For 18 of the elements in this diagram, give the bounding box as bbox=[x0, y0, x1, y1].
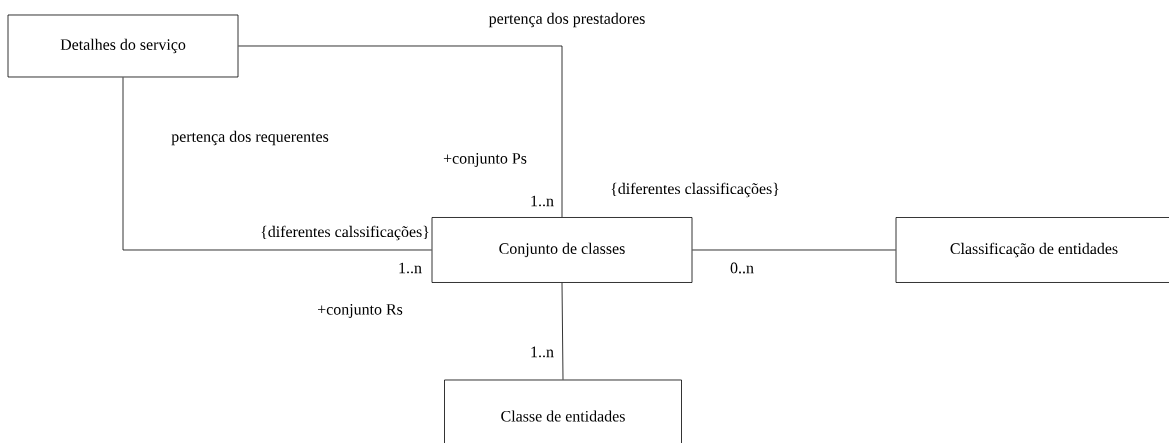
association-line bbox=[561, 282, 564, 380]
class-box: Detalhes do serviço bbox=[7, 14, 239, 78]
class-box: Classificação de entidades bbox=[895, 217, 1169, 283]
role-label: +conjunto Rs bbox=[318, 304, 403, 318]
constraint-label: {diferentes calssificações} bbox=[261, 225, 429, 241]
multiplicity-label: 1..n bbox=[531, 195, 554, 207]
constraint-label: {diferentes classificações} bbox=[611, 182, 779, 198]
edge-label: pertença dos prestadores bbox=[487, 11, 647, 29]
multiplicity-role-label: +conjunto Ps bbox=[443, 153, 527, 167]
class-box: Conjunto de classes bbox=[431, 217, 693, 283]
edge-label: pertença dos requerentes bbox=[170, 129, 330, 147]
association-line bbox=[692, 249, 896, 251]
association-line bbox=[238, 45, 563, 218]
multiplicity-label: 1..n bbox=[531, 346, 554, 358]
multiplicity-label: 1..n bbox=[399, 262, 422, 274]
class-box: Classe de entidades bbox=[444, 379, 682, 443]
multiplicity-label: 0..n bbox=[730, 262, 754, 274]
association-line bbox=[122, 77, 432, 251]
